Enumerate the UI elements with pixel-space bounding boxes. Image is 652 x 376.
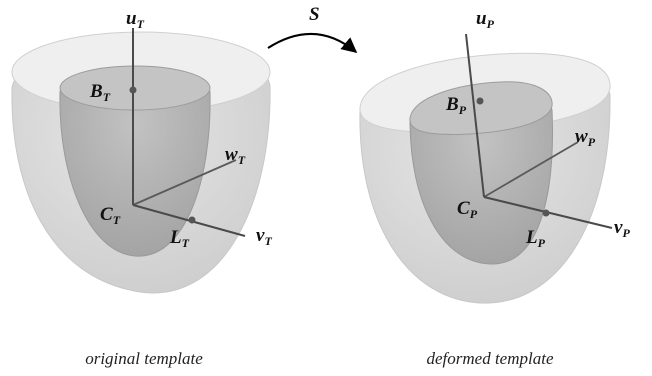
w-axis	[483, 141, 579, 198]
label-u: uP	[476, 8, 495, 31]
label-v: vP	[614, 217, 630, 240]
mapping-arrow: S	[267, 4, 358, 53]
label-L: LP	[525, 227, 546, 250]
label-u: uT	[126, 8, 145, 31]
label-v: vT	[256, 225, 272, 248]
u-axis	[465, 33, 485, 198]
inner-rim	[409, 81, 553, 135]
label-L: LT	[169, 227, 190, 250]
deformed-template-figure: uP BP wP CP LP vP	[359, 8, 630, 304]
point-B	[476, 97, 484, 105]
point-L	[542, 209, 550, 217]
label-w: wP	[575, 126, 596, 149]
label-B: BT	[89, 81, 111, 104]
original-template-figure: uT BT wT CT LT vT	[11, 8, 272, 294]
point-B	[129, 86, 137, 94]
label-C: CT	[100, 204, 121, 227]
w-axis	[132, 159, 237, 206]
label-w: wT	[225, 144, 246, 167]
label-B: BP	[445, 94, 467, 117]
map-label-S: S	[309, 4, 320, 25]
point-L	[188, 216, 196, 224]
label-C: CP	[457, 198, 478, 221]
caption-deformed-template: deformed template	[427, 349, 554, 368]
caption-original-template: original template	[85, 349, 203, 368]
